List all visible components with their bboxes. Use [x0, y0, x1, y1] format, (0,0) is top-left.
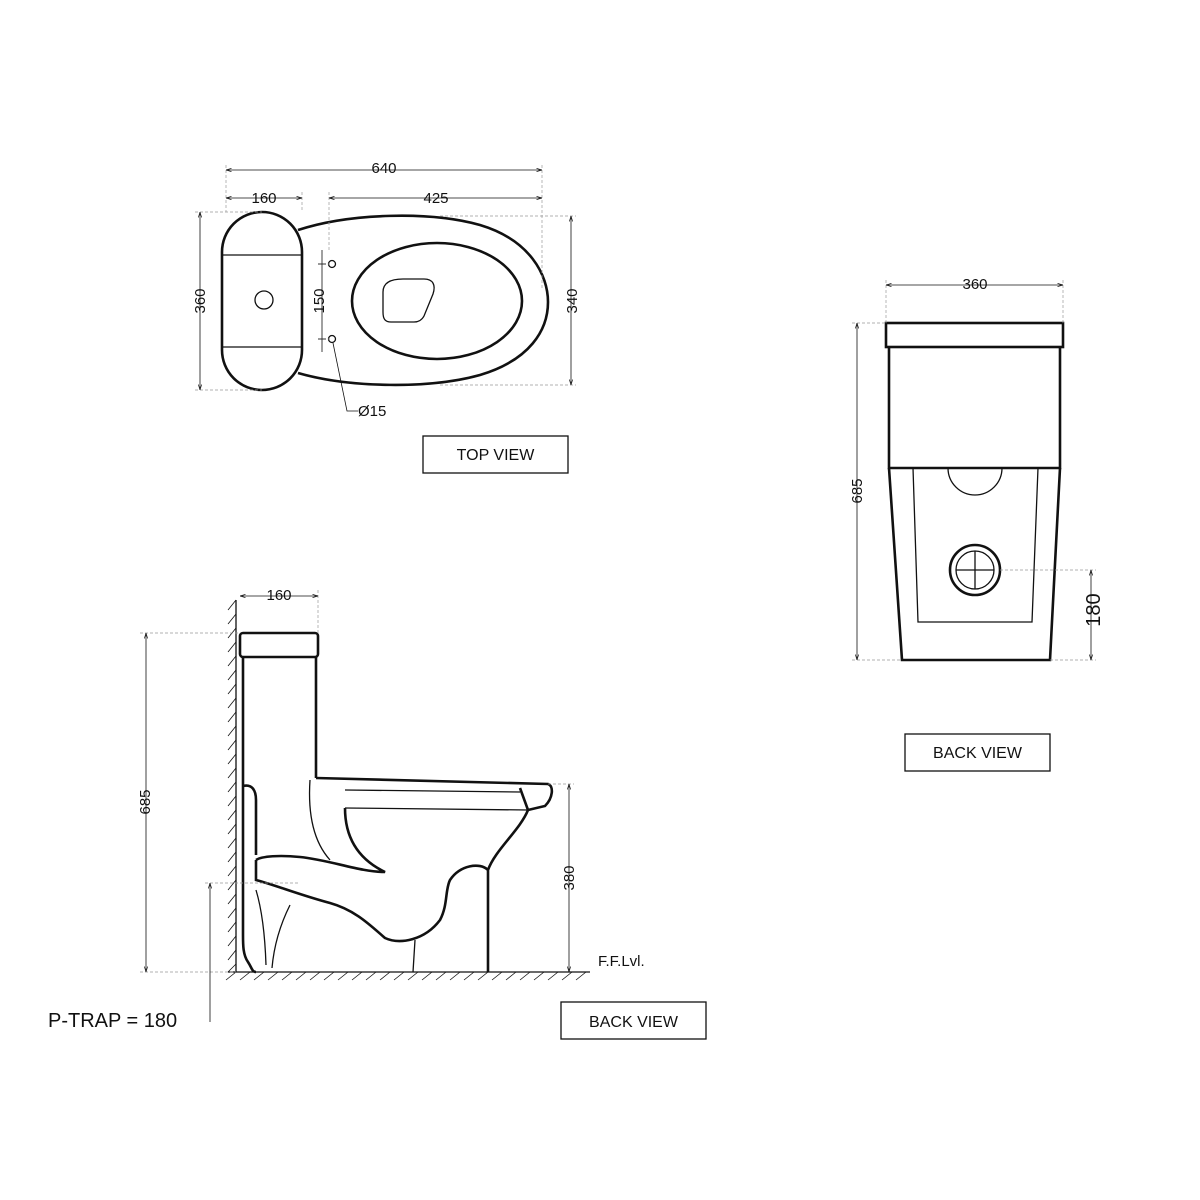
back-notch: [947, 467, 1003, 496]
back-tank-body: [887, 347, 1062, 470]
side-dim-685: 685: [137, 789, 154, 814]
side-seat: [315, 776, 554, 812]
top-bowl-outline: [297, 214, 550, 387]
back-view-caption-box: [904, 733, 1051, 772]
top-dim-160: 160: [251, 190, 276, 207]
top-view-caption-box: [422, 435, 569, 474]
back-dim-180: 180: [1083, 593, 1105, 626]
side-tank: [241, 657, 318, 780]
back-lid: [884, 321, 1065, 349]
top-tank-outline: [220, 210, 304, 392]
back-recess: [912, 467, 1039, 623]
side-back-cap: [242, 784, 258, 855]
side-bowl-front: [486, 809, 530, 972]
top-view: 640 160 425 360 340 150 Ø15 TOP VIEW: [192, 160, 581, 474]
side-floor-label: F.F.Lvl.: [598, 953, 645, 970]
top-dim-340: 340: [564, 288, 581, 313]
side-trap-outlet: [255, 889, 291, 969]
side-view-caption-box: [560, 1001, 707, 1040]
back-view-caption: BACK VIEW: [933, 745, 1023, 762]
top-tank-flush-button: [254, 290, 274, 310]
side-ptrap-note: P-TRAP = 180: [48, 1010, 177, 1032]
back-base: [887, 467, 1062, 662]
side-trap-inner: [308, 779, 331, 861]
top-dim-diameter: Ø15: [358, 403, 386, 420]
top-view-caption: TOP VIEW: [457, 447, 536, 464]
side-seat-line: [344, 807, 529, 811]
side-trapway: [254, 807, 489, 943]
side-trap-leg: [412, 939, 416, 973]
back-dim-685: 685: [849, 478, 866, 503]
top-dim-640: 640: [371, 160, 396, 177]
back-view: 360 685 180 BACK VIEW: [849, 276, 1105, 772]
side-view-caption: BACK VIEW: [589, 1014, 679, 1031]
side-lid: [238, 631, 320, 659]
top-dim-150: 150: [311, 288, 328, 313]
side-dim-380: 380: [561, 865, 578, 890]
top-dim-360: 360: [192, 288, 209, 313]
back-dim-360: 360: [962, 276, 987, 293]
top-bowl-rim: [350, 241, 524, 361]
top-bowl-drain: [382, 278, 435, 323]
top-dim-425: 425: [423, 190, 448, 207]
side-view: 160 685 380 F.F.Lvl. P-TRAP = 180 BACK V…: [48, 587, 707, 1040]
top-bolt-leader: [332, 342, 358, 412]
side-wall-hatching: [227, 599, 237, 973]
side-floor-hatching: [225, 971, 587, 981]
side-dim-160: 160: [266, 587, 291, 604]
side-body-back: [241, 780, 257, 974]
